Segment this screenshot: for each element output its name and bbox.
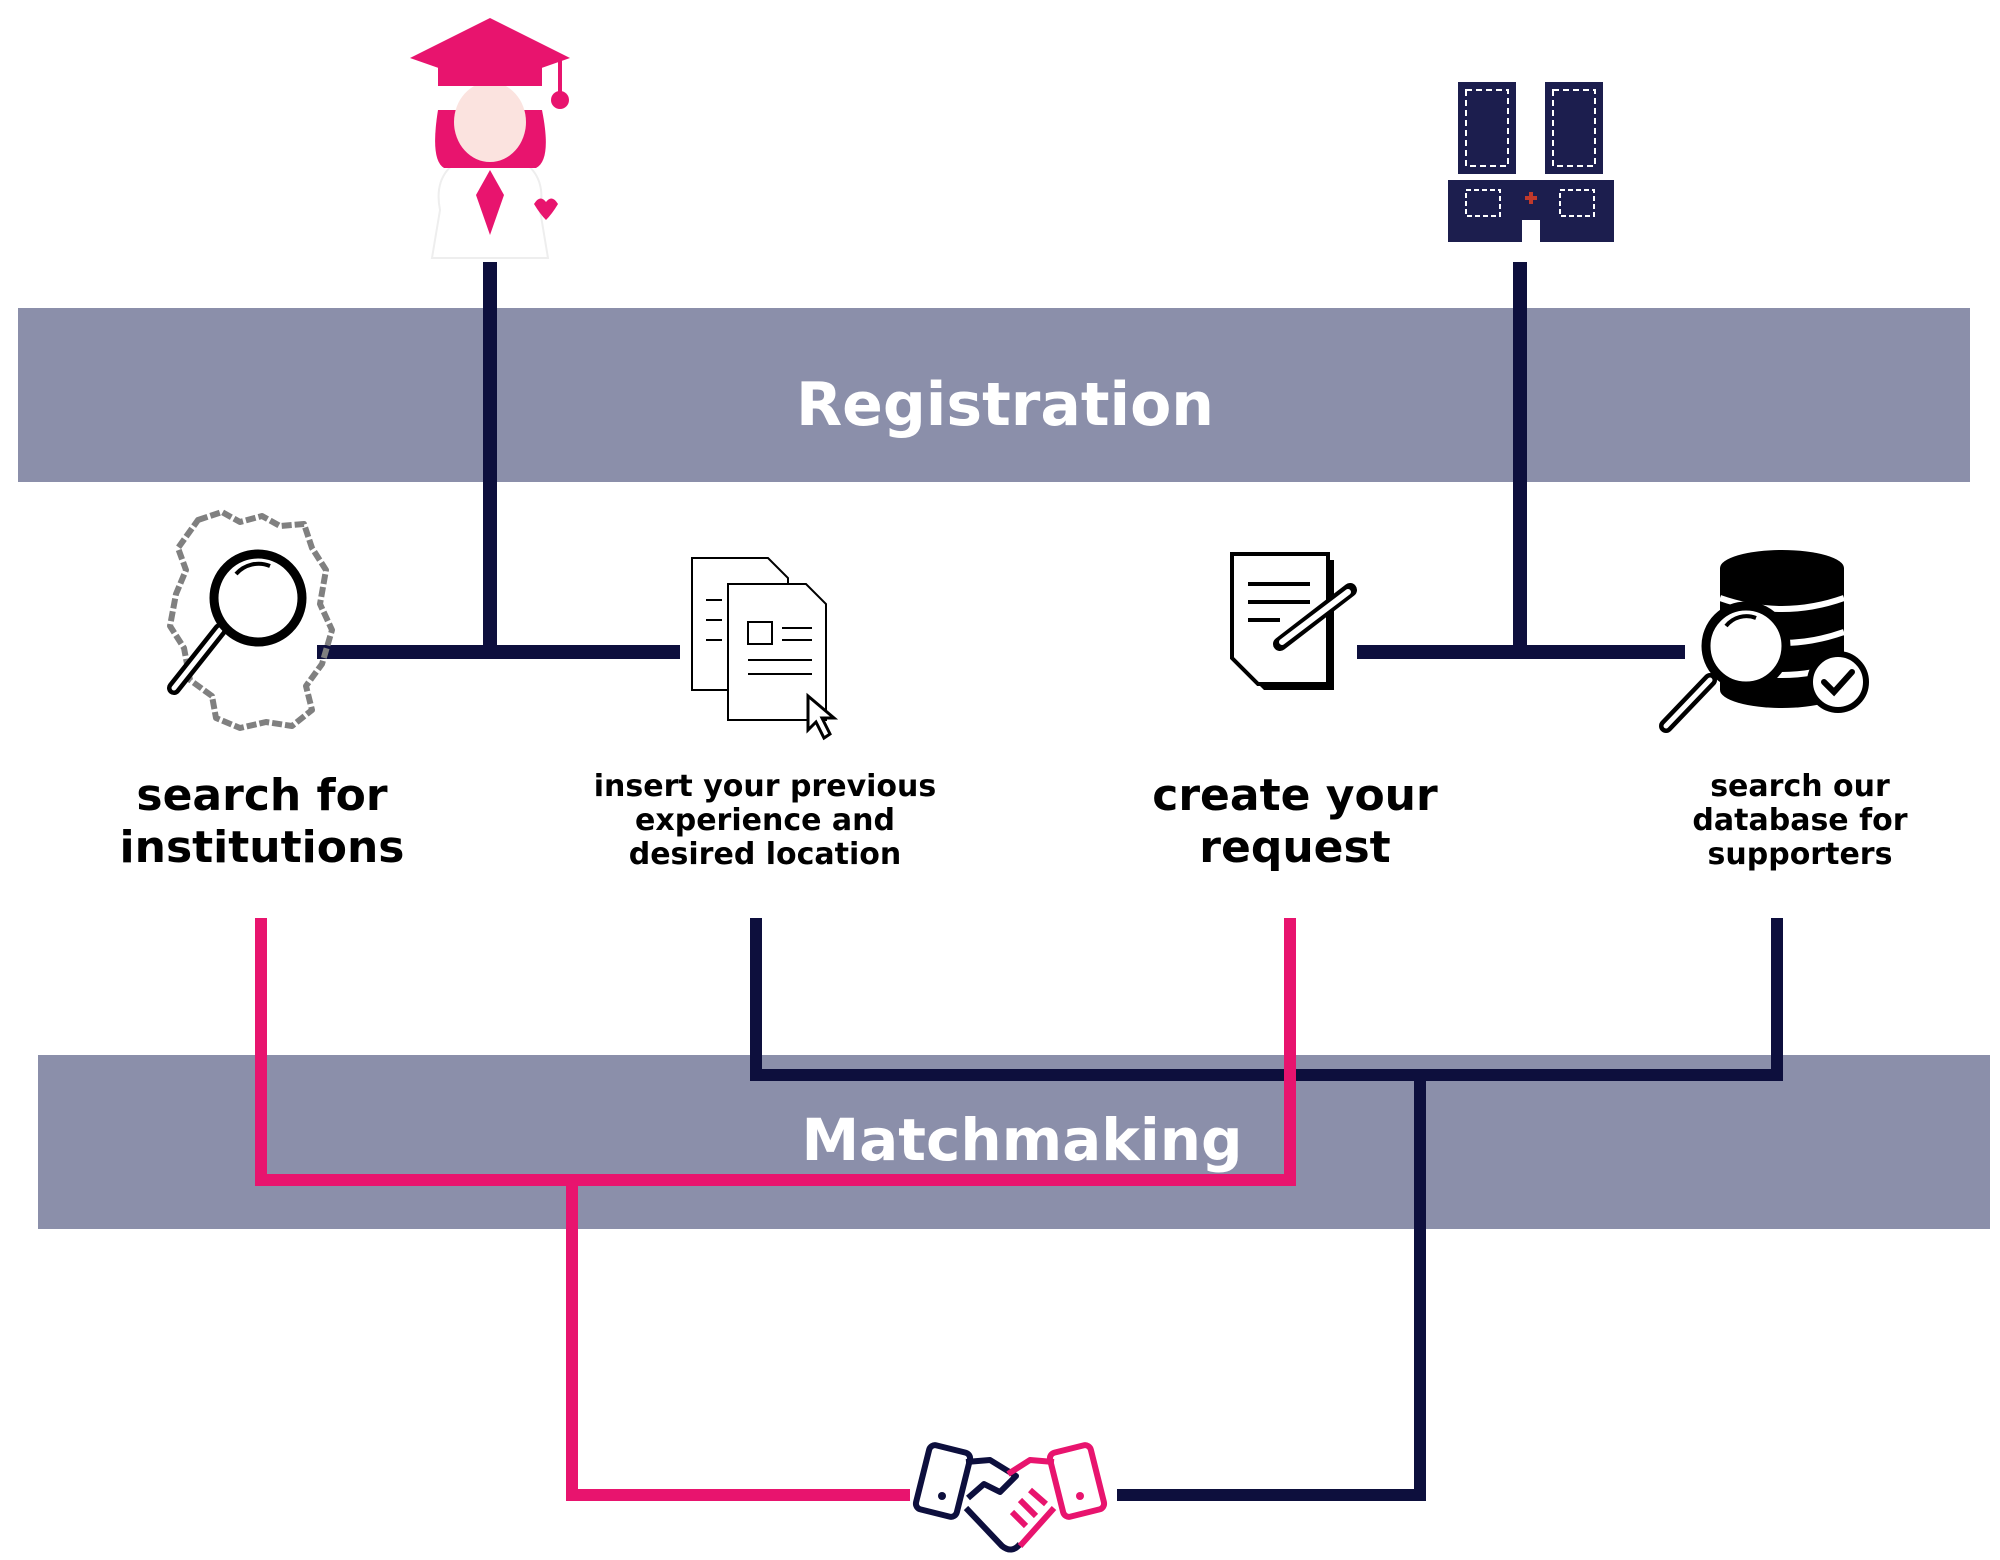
- registration-label: Registration: [796, 370, 1214, 440]
- step-label-create-request: create your request: [1152, 770, 1438, 873]
- step-label-search-institutions: search for institutions: [119, 770, 405, 873]
- handshake-icon: [912, 1442, 1108, 1553]
- registration-band: [18, 308, 1970, 482]
- navy-match-connectors: [750, 918, 1783, 1501]
- graduate-student-icon: [410, 18, 570, 259]
- matchmaking-label: Matchmaking: [801, 1106, 1242, 1174]
- germany-map-search-icon: [167, 509, 335, 731]
- step-label-search-database: search our database for supporters: [1692, 769, 1908, 872]
- registration-connectors: [317, 262, 1685, 659]
- pink-match-connectors: [255, 918, 1296, 1501]
- database-search-icon: [1659, 550, 1869, 733]
- document-pen-icon: [1230, 552, 1357, 690]
- documents-cursor-icon: [691, 557, 839, 741]
- hospital-building-icon: [1448, 82, 1614, 242]
- step-label-insert-experience: insert your previous experience and desi…: [593, 769, 937, 872]
- matchmaking-band: [38, 1055, 1990, 1229]
